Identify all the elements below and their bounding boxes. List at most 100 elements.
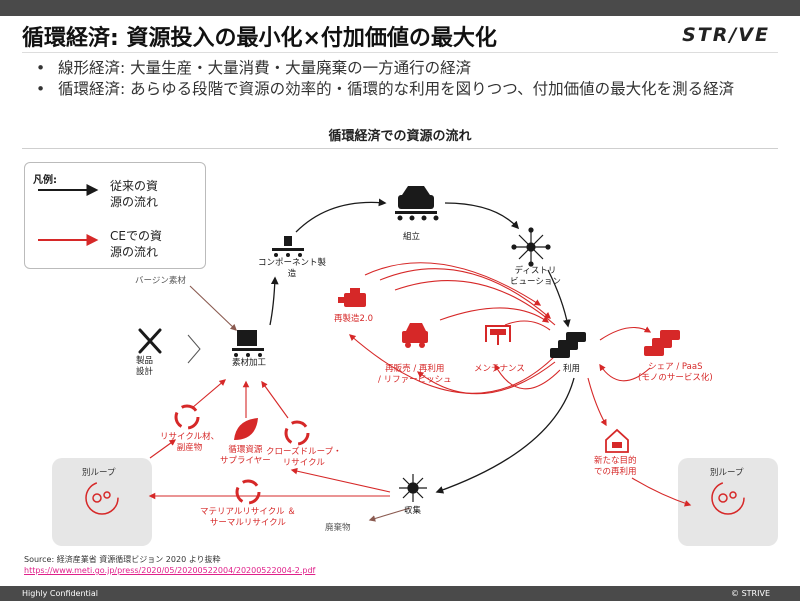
legend-conventional-line1: 従来の資 bbox=[110, 179, 159, 193]
footer-confidential: Highly Confidential bbox=[22, 589, 99, 598]
label-distribution-line2: ビューション bbox=[510, 277, 561, 287]
label-assembly: 組立 bbox=[403, 232, 421, 242]
label-recycle-byproduct-line1: リサイクル材、 bbox=[160, 432, 220, 442]
label-new-purpose-line2: での再利用 bbox=[594, 467, 637, 477]
other-loop-right-box bbox=[678, 458, 778, 546]
recycle-icon-byproduct bbox=[174, 404, 200, 430]
gear-loop-icon-left bbox=[85, 481, 119, 515]
label-remanufacturing: 再製造2.0 bbox=[334, 314, 374, 324]
label-material-recycle-line1: マテリアルリサイクル ＆ bbox=[200, 507, 296, 517]
label-closed-loop: クローズドループ・ リサイクル bbox=[266, 447, 342, 469]
label-material-recycle-line2: サーマルリサイクル bbox=[209, 518, 286, 528]
other-loop-left-box bbox=[52, 458, 152, 546]
top-bar bbox=[0, 0, 800, 16]
arrow-collection-to-closed-loop bbox=[290, 467, 391, 493]
label-product-design-line2: 設計 bbox=[136, 367, 154, 377]
engine-icon bbox=[338, 288, 366, 307]
source-link[interactable]: https://www.meti.go.jp/press/2020/05/202… bbox=[24, 566, 316, 575]
label-product-design-line1: 製品 bbox=[136, 356, 154, 366]
share-cars-icon bbox=[644, 330, 680, 356]
gear-loop-icon-right bbox=[711, 481, 745, 515]
recycle-icon-closed-loop bbox=[284, 420, 310, 446]
footer-bar bbox=[0, 586, 800, 601]
arrow-use-to-reman bbox=[349, 334, 556, 394]
bullet-linear-economy: 線形経済: 大量生産・大量消費・大量廃棄の一方通行の経済 bbox=[32, 58, 782, 79]
arrow-closedloop-to-material bbox=[261, 380, 289, 419]
material-processing-icon bbox=[232, 330, 264, 357]
label-component: コンポーネント製 造 bbox=[258, 258, 326, 280]
other-loop-left-label: 別ループ bbox=[82, 468, 116, 478]
component-icon bbox=[272, 236, 304, 257]
house-icon bbox=[605, 428, 629, 453]
arrow-assembly-to-distribution bbox=[444, 202, 520, 230]
label-distribution: ディストリ ビューション bbox=[510, 266, 561, 288]
arrow-use-to-new-purpose bbox=[587, 377, 607, 427]
label-use: 利用 bbox=[563, 364, 581, 374]
arrow-maint-to-use bbox=[504, 320, 551, 331]
recycle-icon-material bbox=[235, 479, 261, 505]
legend-conventional-line2: 源の流れ bbox=[110, 195, 159, 209]
other-loop-right-label: 別ループ bbox=[710, 468, 744, 478]
strive-logo: STR/VE bbox=[682, 24, 770, 46]
assembly-icon bbox=[395, 186, 439, 221]
legend-conventional-label: 従来の資 源の流れ bbox=[110, 178, 158, 210]
legend-title: 凡例: bbox=[33, 175, 57, 186]
label-collection: 収集 bbox=[404, 506, 422, 516]
label-component-line1: コンポーネント製 bbox=[258, 258, 327, 268]
arrow-loop-to-recycle bbox=[149, 439, 177, 459]
arrow-collection-to-waste bbox=[368, 507, 411, 522]
distribution-icon bbox=[511, 227, 551, 267]
label-component-line2: 造 bbox=[287, 269, 297, 279]
chevron-right-icon bbox=[187, 334, 201, 364]
label-share-line2: (モノのサービス化) bbox=[638, 373, 713, 383]
arrow-reman-to-use bbox=[364, 262, 542, 306]
label-recycled-supplier-line1: 循環資源 bbox=[228, 445, 263, 455]
leaf-icon bbox=[234, 418, 258, 440]
label-product-design: 製品 設計 bbox=[136, 356, 153, 378]
arrow-share-to-use bbox=[599, 363, 651, 382]
footer-copyright: © STRIVE bbox=[731, 589, 770, 598]
arrow-recycle-to-material bbox=[191, 379, 227, 409]
label-new-purpose: 新たな目的 での再利用 bbox=[594, 456, 637, 478]
maintenance-icon bbox=[485, 325, 511, 345]
label-recycle-byproduct: リサイクル材、 副産物 bbox=[160, 432, 219, 454]
arrow-distribution-to-use bbox=[547, 269, 571, 328]
legend-ce-label: CEでの資 源の流れ bbox=[110, 228, 162, 260]
arrow-reman-to-use-3 bbox=[394, 280, 556, 326]
arrow-resale-to-use bbox=[439, 307, 550, 323]
arrow-component-to-assembly bbox=[295, 198, 387, 233]
diagram-title: 循環経済での資源の流れ bbox=[328, 129, 472, 144]
source-text: Source: 経済産業省 資源循環ビジョン 2020 より抜粋 bbox=[24, 555, 221, 564]
label-recycle-byproduct-line2: 副産物 bbox=[176, 443, 203, 453]
bullet-circular-economy: 循環経済: あらゆる段階で資源の効率的・循環的な利用を図りつつ、付加価値の最大化… bbox=[32, 79, 782, 100]
bullet-list: 線形経済: 大量生産・大量消費・大量廃棄の一方通行の経済 循環経済: あらゆる段… bbox=[32, 58, 782, 100]
label-waste: 廃棄物 bbox=[325, 523, 351, 533]
legend-ce-line1: CEでの資 bbox=[110, 229, 162, 243]
label-recycled-supplier: 循環資源 サプライヤー bbox=[220, 445, 271, 467]
legend-box bbox=[24, 162, 206, 269]
page-title: 循環経済: 資源投入の最小化×付加価値の最大化 bbox=[22, 26, 497, 51]
label-maintenance: メンテナンス bbox=[474, 364, 525, 374]
diagram-divider bbox=[22, 148, 778, 149]
label-share: シェア / PaaS (モノのサービス化) bbox=[638, 362, 713, 384]
label-new-purpose-line1: 新たな目的 bbox=[594, 456, 637, 466]
label-virgin-material: バージン素材 bbox=[135, 276, 186, 286]
arrow-material-to-component bbox=[269, 276, 279, 326]
label-material-processing: 素材加工 bbox=[232, 358, 267, 368]
resale-car-icon bbox=[402, 323, 428, 348]
arrow-use-to-collection bbox=[435, 377, 575, 494]
label-recycled-supplier-line2: サプライヤー bbox=[220, 456, 271, 466]
label-material-recycle: マテリアルリサイクル ＆ サーマルリサイクル bbox=[200, 507, 296, 529]
label-closed-loop-line2: リサイクル bbox=[282, 458, 325, 468]
label-resale-line1: 再販売 / 再利用 bbox=[385, 364, 445, 374]
arrow-use-to-share bbox=[599, 326, 652, 341]
collection-icon bbox=[399, 474, 427, 502]
tools-icon bbox=[138, 328, 162, 354]
legend-ce-line2: 源の流れ bbox=[110, 245, 159, 259]
use-cars-icon bbox=[550, 332, 586, 358]
label-share-line1: シェア / PaaS bbox=[648, 362, 703, 372]
label-resale-line2: / リファービッシュ bbox=[378, 375, 452, 385]
arrow-virgin-to-material bbox=[189, 285, 237, 331]
arrow-new-purpose-to-loop bbox=[631, 477, 692, 507]
